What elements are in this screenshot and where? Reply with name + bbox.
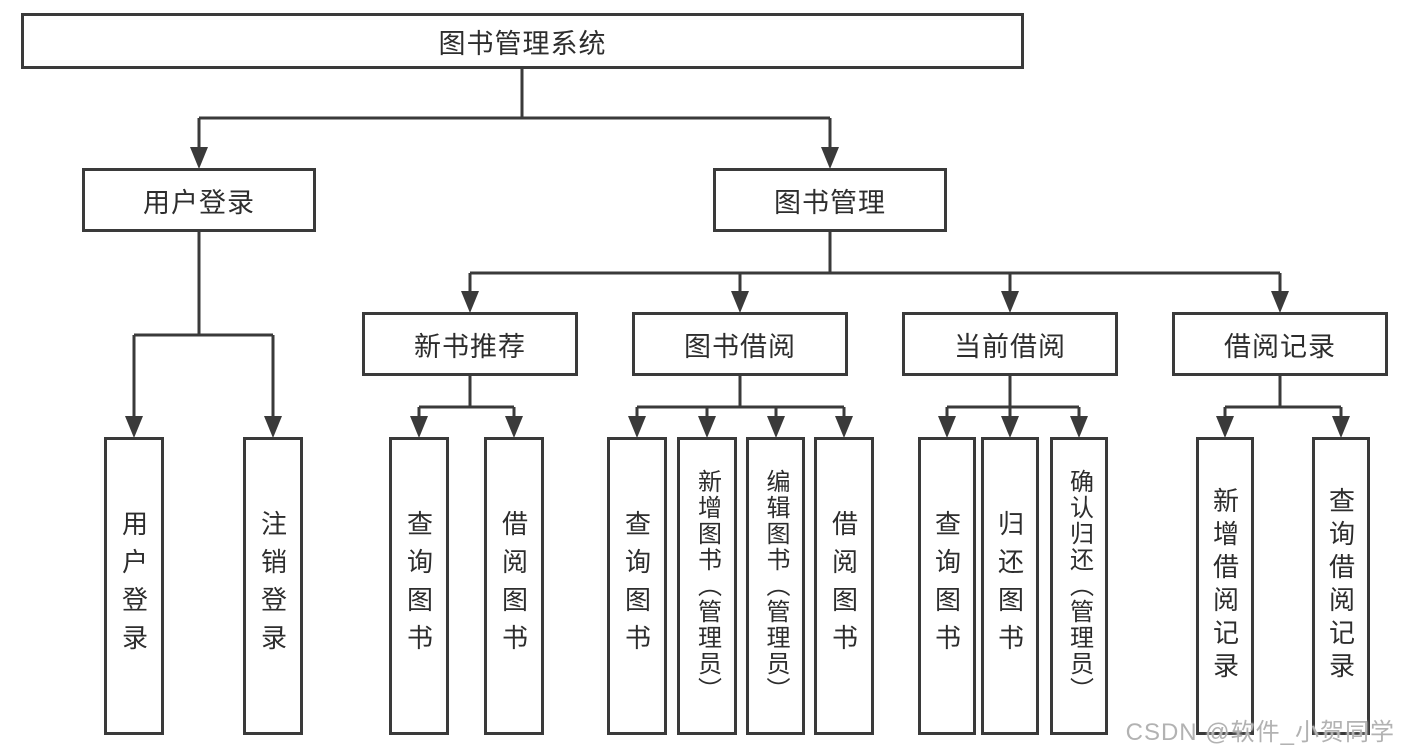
node-leaf-logout: 注销登录 (243, 437, 303, 735)
node-current-borrow: 当前借阅 (902, 312, 1118, 376)
arrowhead (698, 416, 716, 438)
arrowhead (125, 416, 143, 438)
node-label: 确认归还（管理员） (1065, 469, 1093, 703)
arrowhead (410, 416, 428, 438)
node-leaf-bb-borrow: 借阅图书 (814, 437, 874, 735)
arrowhead (505, 416, 523, 438)
csdn-watermark: CSDN @软件_小贺同学 (1125, 719, 1395, 746)
node-label: 借阅图书 (828, 510, 859, 662)
arrowhead (461, 291, 479, 313)
arrowhead (1216, 416, 1234, 438)
arrowhead (835, 416, 853, 438)
node-leaf-nbr-borrow: 借阅图书 (484, 437, 544, 735)
node-leaf-cb-confirm: 确认归还（管理员） (1050, 437, 1108, 735)
connector-root-to-level2 (197, 69, 832, 149)
arrowhead (1001, 291, 1019, 313)
arrowhead (264, 416, 282, 438)
arrowhead (628, 416, 646, 438)
node-book-mgmt: 图书管理 (713, 168, 947, 232)
node-book-borrow: 图书借阅 (632, 312, 848, 376)
node-leaf-bb-query: 查询图书 (607, 437, 667, 735)
arrowhead (190, 147, 208, 169)
node-label: 查询图书 (403, 510, 434, 662)
node-root: 图书管理系统 (21, 13, 1024, 69)
node-leaf-bb-add: 新增图书（管理员） (677, 437, 737, 735)
node-borrow-record: 借阅记录 (1172, 312, 1388, 376)
connector-book-borrow-to-leaves (635, 376, 846, 418)
arrowhead (1332, 416, 1350, 438)
node-leaf-cb-query: 查询图书 (918, 437, 976, 735)
node-leaf-nbr-query: 查询图书 (389, 437, 449, 735)
arrowhead (767, 416, 785, 438)
connector-borrow-record-to-leaves (1223, 376, 1343, 418)
node-label: 查询图书 (931, 510, 962, 662)
node-label: 注销登录 (257, 510, 288, 662)
node-label: 查询借阅记录 (1325, 487, 1356, 685)
node-label: 新增图书（管理员） (693, 469, 721, 703)
node-label: 归还图书 (994, 510, 1025, 662)
node-user-login: 用户登录 (82, 168, 316, 232)
node-new-book-rec: 新书推荐 (362, 312, 578, 376)
node-label: 编辑图书（管理员） (762, 469, 789, 703)
connector-user-login-to-leaves (132, 232, 275, 418)
connector-new-book-rec-to-leaves (417, 376, 516, 418)
node-label: 用户登录 (118, 510, 149, 662)
node-leaf-cb-return: 归还图书 (981, 437, 1039, 735)
node-leaf-br-query: 查询借阅记录 (1312, 437, 1370, 735)
arrowhead (1001, 416, 1019, 438)
node-label: 新增借阅记录 (1209, 487, 1240, 685)
arrowhead (731, 291, 749, 313)
node-label: 查询图书 (621, 510, 652, 662)
connector-book-mgmt-to-level3 (468, 232, 1282, 293)
arrowhead (938, 416, 956, 438)
node-leaf-br-add: 新增借阅记录 (1196, 437, 1254, 735)
arrowhead (821, 147, 839, 169)
node-label: 借阅图书 (498, 510, 529, 662)
node-leaf-user-login: 用户登录 (104, 437, 164, 735)
node-leaf-bb-edit: 编辑图书（管理员） (746, 437, 805, 735)
arrowhead (1070, 416, 1088, 438)
arrowhead (1271, 291, 1289, 313)
connector-current-borrow-to-leaves (945, 376, 1081, 418)
